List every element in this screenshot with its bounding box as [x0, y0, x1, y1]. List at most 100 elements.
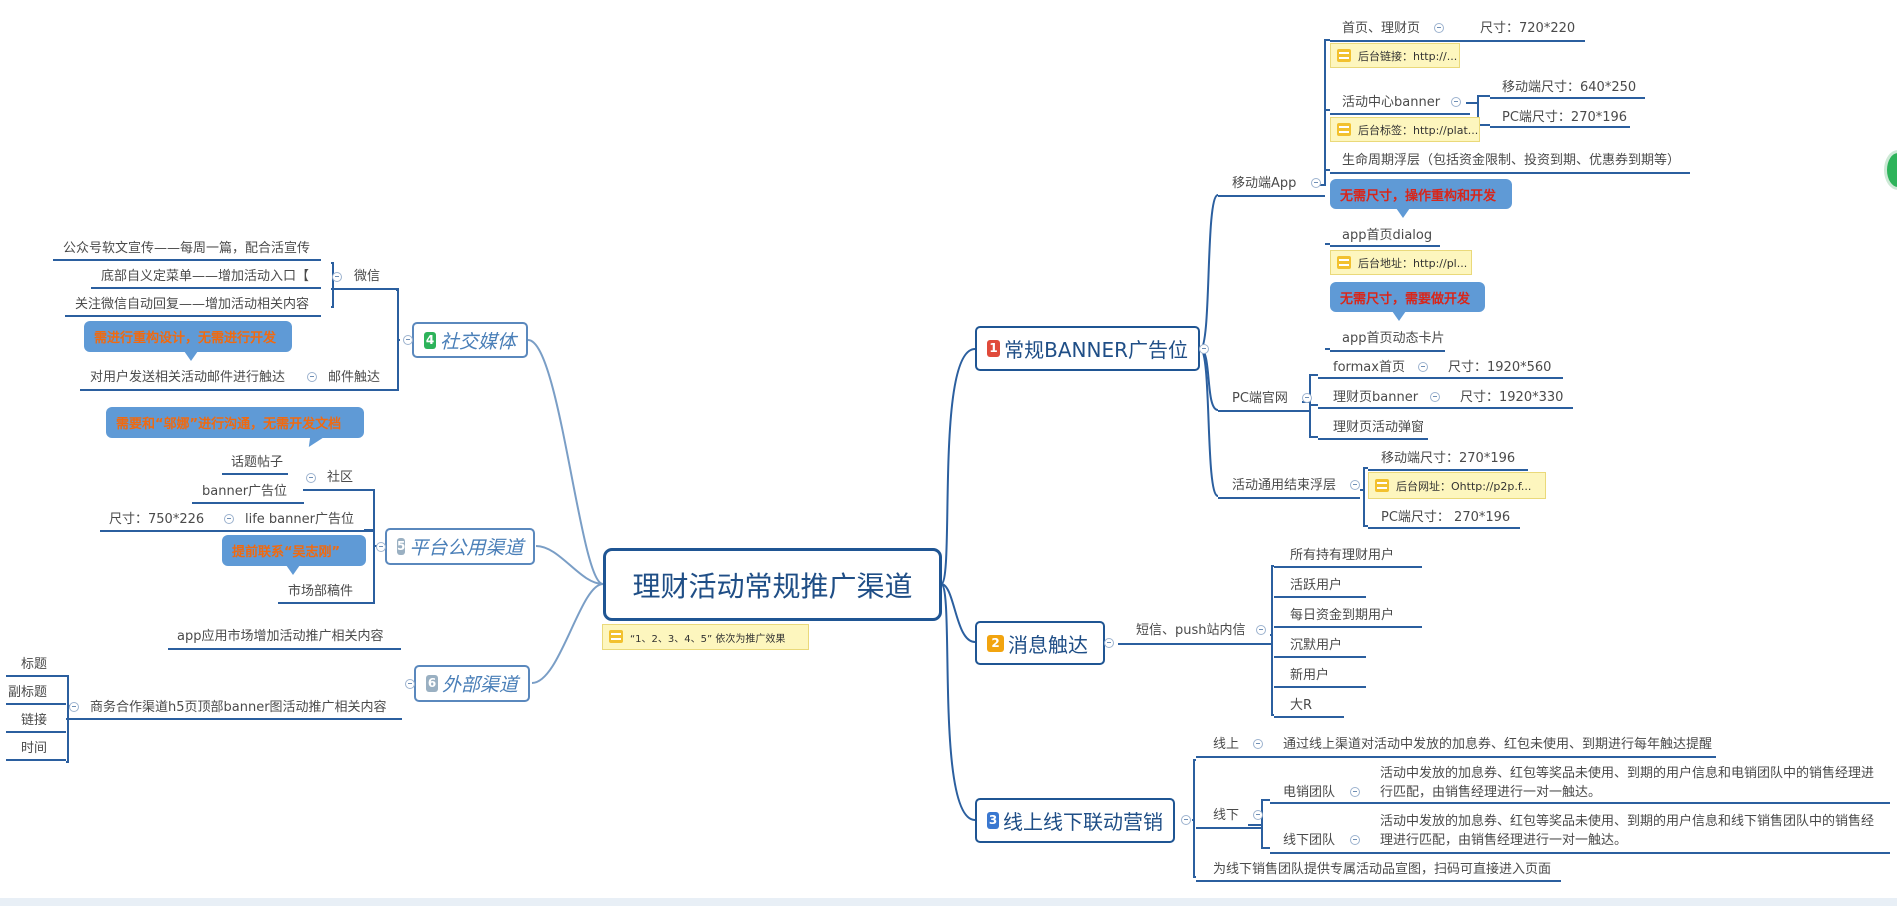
field-item[interactable]: 时间: [21, 741, 48, 756]
root-note[interactable]: “1、2、3、4、5” 依次为推广效果: [602, 624, 809, 650]
center-mobile-size[interactable]: 移动端尺寸：640*250: [1502, 80, 1637, 95]
life-size[interactable]: 尺寸：750*226: [109, 512, 205, 527]
root-title: 理财活动常规推广渠道: [632, 569, 913, 603]
underline: [1274, 566, 1422, 568]
topic-post-node[interactable]: 话题帖子: [231, 455, 284, 470]
collapse-button[interactable]: [69, 702, 79, 712]
dialog-node[interactable]: app首页dialog: [1342, 228, 1433, 243]
underline: [65, 315, 321, 317]
home-note[interactable]: 后台链接：http://...: [1330, 43, 1460, 68]
dialog-callout[interactable]: 无需尺寸，需要做开发: [1330, 282, 1485, 321]
offteam-text-line2[interactable]: 理进行匹配，由销售经理进行一对一触达。: [1380, 833, 1628, 848]
collapse-button[interactable]: [1350, 835, 1360, 845]
collapse-button[interactable]: [376, 542, 386, 552]
online-text[interactable]: 通过线上渠道对活动中发放的加息券、红包未使用、到期进行每年触达提醒: [1283, 737, 1713, 752]
tele-text-line2[interactable]: 行匹配，由销售经理进行一对一触达。: [1380, 785, 1602, 800]
collapse-button[interactable]: [1350, 480, 1360, 490]
home-size[interactable]: 尺寸：720*220: [1480, 21, 1576, 36]
user-segment-item[interactable]: 大R: [1290, 698, 1313, 713]
life-banner-node[interactable]: life banner广告位: [245, 512, 354, 527]
lifecycle-node[interactable]: 生命周期浮层（包括资金限制、投资到期、优惠券到期等）: [1342, 153, 1681, 168]
collapse-button[interactable]: [1451, 97, 1461, 107]
collapse-button[interactable]: [332, 272, 342, 282]
offline-team-node[interactable]: 线下团队: [1283, 833, 1336, 848]
user-segment-item[interactable]: 活跃用户: [1290, 578, 1343, 593]
collapse-button[interactable]: [1256, 625, 1266, 635]
wechat-item[interactable]: 关注微信自动回复——增加活动相关内容: [75, 297, 310, 312]
center-pc-size[interactable]: PC端尺寸：270*196: [1502, 110, 1628, 125]
partner-node[interactable]: 商务合作渠道h5页顶部banner图活动推广相关内容: [90, 700, 387, 715]
center-note-text: 后台标签：http://plat...: [1358, 123, 1479, 137]
offline-node[interactable]: 线下: [1213, 808, 1240, 823]
offteam-text-line1[interactable]: 活动中发放的加息券、红包等奖品未使用、到期的用户信息和线下销售团队中的销售经: [1380, 814, 1875, 829]
collapse-button[interactable]: [1181, 815, 1191, 825]
user-segment-item[interactable]: 新用户: [1290, 668, 1330, 683]
collapse-button[interactable]: [1418, 362, 1428, 372]
lifecycle-callout[interactable]: 无需尺寸，操作重构和开发: [1330, 179, 1512, 218]
collapse-button[interactable]: [1434, 23, 1444, 33]
wechat-item[interactable]: 公众号软文宣传——每周一篇，配合活宣传: [63, 241, 311, 256]
online-node[interactable]: 线上: [1213, 737, 1240, 752]
collapse-button[interactable]: [1350, 787, 1360, 797]
collapse-button[interactable]: [306, 473, 316, 483]
market-node[interactable]: 市场部稿件: [288, 584, 354, 599]
field-item[interactable]: 副标题: [8, 685, 48, 700]
platform-callout-top[interactable]: 需要和“邬娜”进行沟通，无需开发文档: [106, 407, 364, 447]
home-node[interactable]: 首页、理财页: [1342, 21, 1421, 36]
licai-size[interactable]: 尺寸：1920*330: [1460, 390, 1564, 405]
underline: [1274, 626, 1422, 628]
end-float-node[interactable]: 活动通用结束浮层: [1232, 478, 1337, 493]
user-segment-item[interactable]: 沉默用户: [1290, 638, 1343, 653]
wechat-node[interactable]: 微信: [354, 269, 381, 284]
collapse-button[interactable]: [1302, 393, 1312, 403]
banner-slot-node[interactable]: banner广告位: [202, 484, 288, 499]
licai-popup-node[interactable]: 理财页活动弹窗: [1333, 420, 1425, 435]
card-node[interactable]: app首页动态卡片: [1342, 331, 1445, 346]
collapse-button[interactable]: [1253, 739, 1263, 749]
collapse-button[interactable]: [224, 514, 234, 524]
collapse-button[interactable]: [1311, 178, 1321, 188]
wechat-callout[interactable]: 需进行重构设计，无需进行开发: [84, 321, 292, 361]
email-node[interactable]: 邮件触达: [328, 370, 381, 385]
community-node[interactable]: 社区: [327, 470, 354, 485]
user-segment-item[interactable]: 所有持有理财用户: [1290, 548, 1395, 563]
formax-size[interactable]: 尺寸：1920*560: [1448, 360, 1552, 375]
push-channel-node[interactable]: 短信、push站内信: [1136, 623, 1246, 638]
activity-center-node[interactable]: 活动中心banner: [1342, 95, 1441, 110]
poster-node[interactable]: 为线下销售团队提供专属活动品宣图，扫码可直接进入页面: [1213, 862, 1552, 877]
collapse-button[interactable]: [1104, 638, 1114, 648]
float-mobile-size[interactable]: 移动端尺寸：270*196: [1381, 451, 1516, 466]
float-note[interactable]: 后台网址：Ohttp://p2p.f...: [1368, 472, 1546, 499]
collapse-button[interactable]: [403, 335, 413, 345]
app-market-node[interactable]: app应用市场增加活动推广相关内容: [177, 629, 384, 644]
wechat-item[interactable]: 底部自义定菜单——增加活动入口【: [101, 269, 310, 284]
collapse-button[interactable]: [307, 372, 317, 382]
email-item[interactable]: 对用户发送相关活动邮件进行触达: [90, 370, 286, 385]
root-topic[interactable]: 理财活动常规推广渠道: [603, 548, 942, 621]
collapse-button[interactable]: [1253, 810, 1263, 820]
underline: [1218, 410, 1310, 412]
collapse-button[interactable]: [1199, 344, 1209, 354]
tele-team-node[interactable]: 电销团队: [1283, 785, 1336, 800]
field-item[interactable]: 链接: [21, 713, 48, 728]
field-item[interactable]: 标题: [21, 657, 48, 672]
tele-text-line1[interactable]: 活动中发放的加息券、红包等奖品未使用、到期的用户信息和电销团队中的销售经理进: [1380, 766, 1875, 781]
center-note[interactable]: 后台标签：http://plat...: [1330, 117, 1480, 142]
collapse-button[interactable]: [1430, 392, 1440, 402]
float-pc-size[interactable]: PC端尺寸： 270*196: [1381, 510, 1511, 525]
platform-callout-bottom[interactable]: 提前联系“吴志刚”: [222, 535, 366, 575]
licai-banner-node[interactable]: 理财页banner: [1333, 390, 1419, 405]
formax-node[interactable]: formax首页: [1333, 360, 1405, 375]
callout-tail: [1396, 208, 1410, 218]
pc-site-node[interactable]: PC端官网: [1232, 391, 1288, 406]
dialog-note[interactable]: 后台地址：http://pl...: [1330, 250, 1472, 275]
collapse-button[interactable]: [405, 679, 415, 689]
user-segment-item[interactable]: 每日资金到期用户: [1290, 608, 1395, 623]
mobile-app-node[interactable]: 移动端App: [1232, 176, 1297, 191]
